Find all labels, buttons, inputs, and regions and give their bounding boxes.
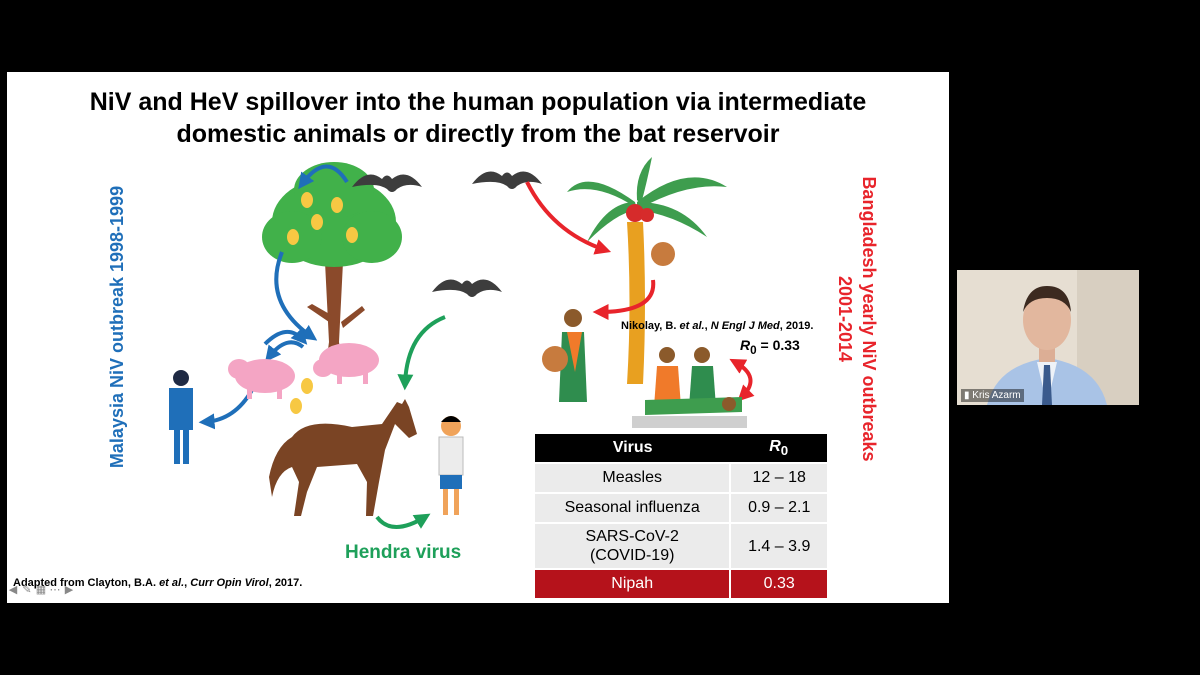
virus-cell: Measles <box>535 463 731 494</box>
r0-symbol: R <box>740 337 751 353</box>
nikolay-etal: et al. <box>679 320 705 332</box>
r0-annotation: R0 = 0.33 <box>740 337 800 357</box>
woman-icon <box>542 309 587 402</box>
r0-value: = 0.33 <box>756 337 800 353</box>
citation-journal: Curr Opin Virol <box>190 577 269 589</box>
r0-cell: 0.33 <box>729 569 827 600</box>
virus-cell: Nipah <box>535 569 731 600</box>
hendra-virus-label: Hendra virus <box>345 542 462 563</box>
person-icon <box>438 416 464 515</box>
person-icon <box>169 370 193 464</box>
signal-icon: ▮ <box>964 390 973 401</box>
webcam-video <box>957 270 1139 405</box>
virus-cell: SARS-CoV-2 (COVID-19) <box>535 523 731 570</box>
bangladesh-label-line-1: Bangladesh yearly NiV outbreaks <box>859 176 879 462</box>
participant-name: ▮ Kris Azarm <box>961 389 1024 402</box>
woman-icon <box>654 347 716 407</box>
slide-title: NiV and HeV spillover into the human pop… <box>7 86 949 150</box>
virus-cell: Seasonal influenza <box>535 493 731 524</box>
malaysia-outbreak-label: Malaysia NiV outbreak 1998-1999 <box>107 185 127 469</box>
nikolay-year: , 2019. <box>779 320 814 332</box>
table-row: Seasonal influenza 0.9 – 2.1 <box>535 493 827 524</box>
citation-prefix: Adapted from Clayton, B.A. <box>13 577 160 589</box>
participant-name-text: Kris Azarm <box>972 390 1021 401</box>
title-line-2: domestic animals or directly from the ba… <box>176 120 780 148</box>
bangladesh-label-line-2: 2001-2014 <box>835 275 855 363</box>
horse-icon <box>269 399 417 516</box>
r0-cell: 1.4 – 3.9 <box>729 523 827 570</box>
nikolay-sep: , <box>704 320 711 332</box>
citation-sep: , <box>184 577 191 589</box>
nikolay-citation: Nikolay, B. et al., N Engl J Med, 2019. <box>621 320 813 332</box>
header-virus: Virus <box>535 434 731 464</box>
bangladesh-outbreak-label: Bangladesh yearly NiV outbreaks 2001-201… <box>833 159 881 479</box>
bat-icon <box>472 171 542 189</box>
illustration <box>169 157 755 529</box>
pig-icon <box>313 343 379 384</box>
slides-grid-icon[interactable]: ▦ <box>35 584 47 596</box>
title-line-1: NiV and HeV spillover into the human pop… <box>89 88 867 116</box>
tree-icon <box>262 162 402 372</box>
source-citation: Adapted from Clayton, B.A. et al., Curr … <box>13 577 302 589</box>
r0-subscript: 0 <box>750 343 757 357</box>
nikolay-prefix: Nikolay, B. <box>621 320 680 332</box>
header-r-subscript: 0 <box>780 443 789 459</box>
virus-line-2: (COVID-19) <box>589 547 675 564</box>
table-header-row: Virus R0 <box>535 434 827 464</box>
r0-cell: 12 – 18 <box>729 463 827 494</box>
presentation-slide: NiV and HeV spillover into the human pop… <box>7 72 949 603</box>
palm-tree-icon <box>567 157 727 384</box>
table-row-highlight: Nipah 0.33 <box>535 569 827 600</box>
r0-table: Virus R0 Measles 12 – 18 Seasonal influe… <box>535 434 827 600</box>
prev-slide-icon[interactable]: ◀ <box>8 584 18 596</box>
header-r0: R0 <box>730 434 827 464</box>
pen-icon[interactable]: ✎ <box>22 584 32 596</box>
table-row: Measles 12 – 18 <box>535 463 827 494</box>
nikolay-journal: N Engl J Med <box>710 320 780 332</box>
slide-nav-controls: ◀ ✎ ▦ ⋯ ▶ <box>7 584 75 596</box>
virus-line-1: SARS-CoV-2 <box>585 528 679 545</box>
pig-icon <box>228 359 295 399</box>
header-r-symbol: R <box>769 437 781 455</box>
bat-icon <box>352 174 422 192</box>
webcam-tile[interactable]: ▮ Kris Azarm <box>957 270 1139 405</box>
citation-year: , 2017. <box>268 577 303 589</box>
bat-icon <box>432 279 502 297</box>
more-options-icon[interactable]: ⋯ <box>49 584 61 596</box>
next-slide-icon[interactable]: ▶ <box>64 584 74 596</box>
table-row: SARS-CoV-2 (COVID-19) 1.4 – 3.9 <box>535 523 827 570</box>
citation-etal: et al. <box>159 577 185 589</box>
r0-cell: 0.9 – 2.1 <box>729 493 827 524</box>
